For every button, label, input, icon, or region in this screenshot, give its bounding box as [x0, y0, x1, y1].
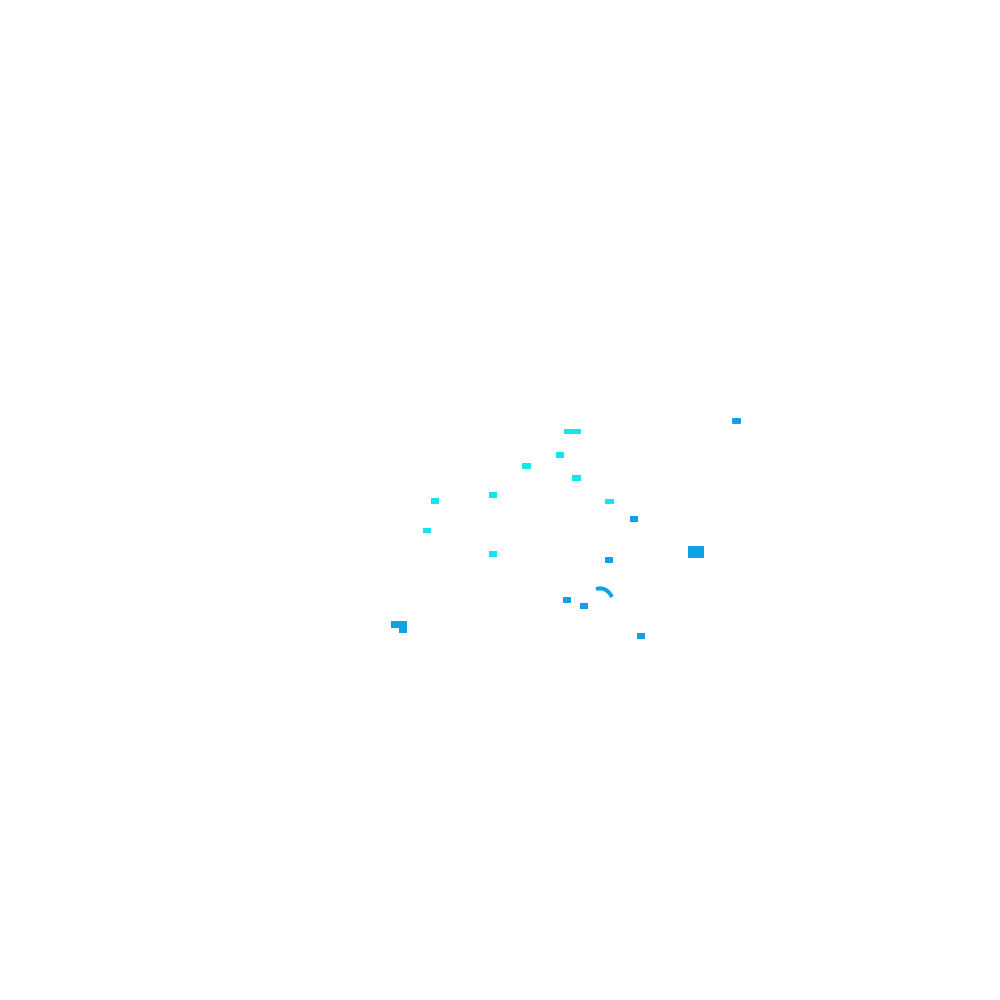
cyan-fragment: [431, 498, 439, 504]
blue-fragment: [630, 516, 638, 522]
blue-arc-fragment: [595, 586, 614, 599]
cyan-fragment: [489, 492, 497, 498]
blue-fragment: [563, 597, 571, 603]
blue-fragment: [732, 418, 741, 424]
cyan-fragment: [423, 528, 431, 533]
blue-fragment: [688, 546, 704, 558]
blue-fragment: [580, 603, 588, 609]
cyan-fragment: [489, 551, 497, 557]
cyan-fragment: [605, 499, 614, 504]
blue-fragment: [399, 627, 407, 633]
cyan-fragment: [556, 452, 564, 458]
cyan-fragment: [522, 463, 531, 469]
blue-fragment: [391, 621, 407, 628]
blue-fragment: [605, 557, 613, 563]
cyan-fragment: [572, 475, 581, 481]
cyan-fragment: [564, 429, 581, 434]
blue-fragment: [637, 633, 645, 639]
